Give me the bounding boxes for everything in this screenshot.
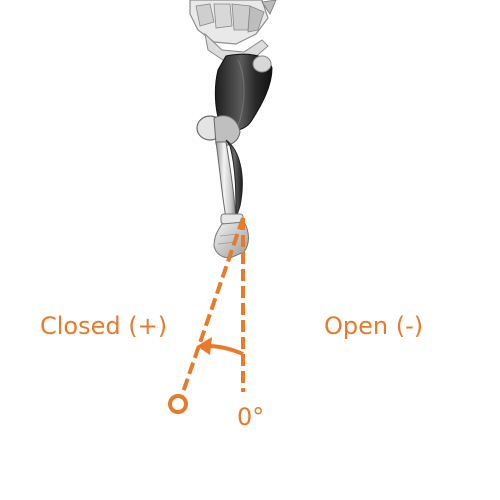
angle-indicator [168, 217, 245, 414]
open-label: Open (-) [324, 312, 424, 340]
closed-angle-line [179, 217, 245, 399]
line-endpoint-circle [168, 394, 188, 414]
angle-arc [207, 344, 244, 356]
lower-leg [215, 139, 243, 219]
leg-skeleton-illustration [189, 0, 277, 259]
zero-degree-label: 0° [237, 403, 265, 431]
foot [213, 221, 249, 259]
pelvis-structure [189, 0, 277, 63]
closed-label: Closed (+) [40, 312, 168, 340]
thigh [214, 53, 273, 132]
knee-joint [196, 115, 241, 146]
arrow-head-icon [197, 337, 212, 355]
